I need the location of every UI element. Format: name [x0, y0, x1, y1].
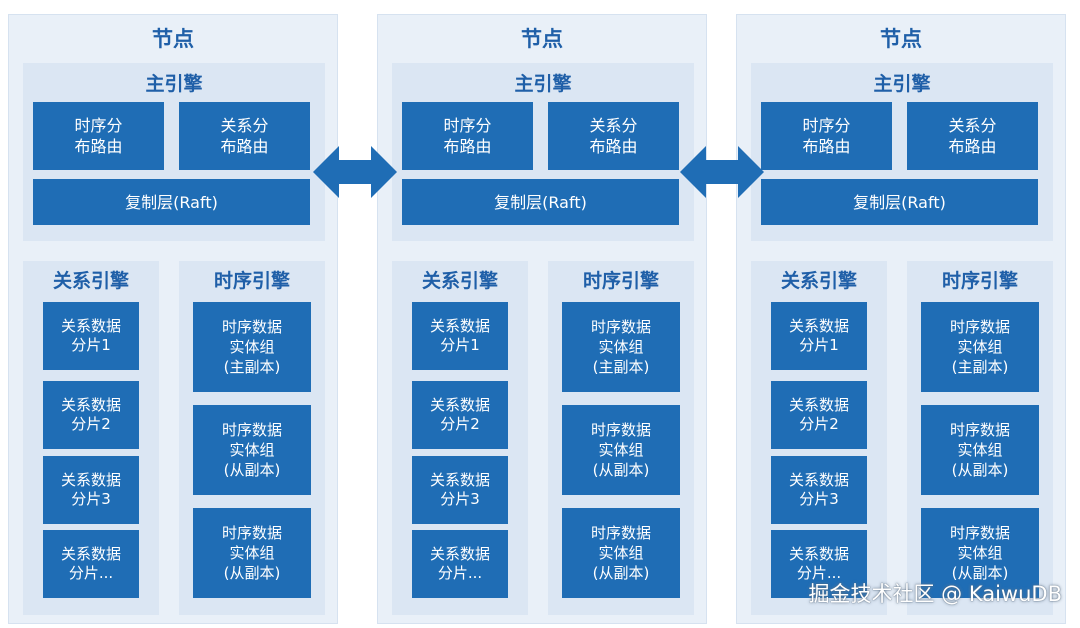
replication-layer-box: 复制层(Raft) — [33, 179, 310, 225]
main-engine-panel: 主引擎 时序分 布路由 关系分 布路由 复制层(Raft) — [751, 63, 1053, 241]
timeseries-engine-title: 时序引擎 — [941, 270, 1018, 292]
replication-layer-box: 复制层(Raft) — [402, 179, 679, 225]
timeseries-entity-group-box: 时序数据 实体组 (从副本) — [193, 405, 311, 495]
main-engine-title: 主引擎 — [514, 73, 572, 95]
timeseries-entity-group-box: 时序数据 实体组 (主副本) — [193, 302, 311, 392]
timeseries-entity-group-box: 时序数据 实体组 (从副本) — [562, 508, 680, 598]
relational-engine-title: 关系引擎 — [421, 270, 498, 292]
timeseries-engine-title: 时序引擎 — [582, 270, 659, 292]
relational-shard-box: 关系数据 分片3 — [771, 456, 867, 524]
timeseries-engine-panel: 时序引擎 时序数据 实体组 (主副本) 时序数据 实体组 (从副本) 时序数据 … — [548, 261, 694, 615]
node-3: 节点 主引擎 时序分 布路由 关系分 布路由 复制层(Raft) 关系引擎 关系… — [736, 14, 1066, 624]
relational-engine-panel: 关系引擎 关系数据 分片1 关系数据 分片2 关系数据 分片3 关系数据 分片.… — [751, 261, 887, 615]
main-engine-title: 主引擎 — [873, 73, 931, 95]
timeseries-entity-group-box: 时序数据 实体组 (从副本) — [921, 405, 1039, 495]
timeseries-routing-box: 时序分 布路由 — [761, 102, 892, 170]
relational-shard-box: 关系数据 分片3 — [412, 456, 508, 524]
watermark-text: 掘金技术社区 @ KaiwuDB — [808, 582, 1062, 606]
timeseries-entity-group-box: 时序数据 实体组 (主副本) — [562, 302, 680, 392]
bidirectional-arrow-icon — [680, 146, 764, 198]
timeseries-entity-group-box: 时序数据 实体组 (从副本) — [562, 405, 680, 495]
relational-shard-box: 关系数据 分片... — [412, 530, 508, 598]
relational-shard-box: 关系数据 分片... — [43, 530, 139, 598]
timeseries-engine-panel: 时序引擎 时序数据 实体组 (主副本) 时序数据 实体组 (从副本) 时序数据 … — [179, 261, 325, 615]
node-title: 节点 — [521, 27, 563, 51]
timeseries-entity-group-box: 时序数据 实体组 (从副本) — [921, 508, 1039, 598]
replication-layer-box: 复制层(Raft) — [761, 179, 1038, 225]
timeseries-routing-box: 时序分 布路由 — [33, 102, 164, 170]
relational-engine-title: 关系引擎 — [780, 270, 857, 292]
relational-engine-panel: 关系引擎 关系数据 分片1 关系数据 分片2 关系数据 分片3 关系数据 分片.… — [392, 261, 528, 615]
relational-shard-box: 关系数据 分片3 — [43, 456, 139, 524]
relational-shard-box: 关系数据 分片1 — [771, 302, 867, 370]
main-engine-title: 主引擎 — [145, 73, 203, 95]
node-2: 节点 主引擎 时序分 布路由 关系分 布路由 复制层(Raft) 关系引擎 关系… — [377, 14, 707, 624]
main-engine-panel: 主引擎 时序分 布路由 关系分 布路由 复制层(Raft) — [392, 63, 694, 241]
timeseries-routing-box: 时序分 布路由 — [402, 102, 533, 170]
relational-routing-box: 关系分 布路由 — [179, 102, 310, 170]
relational-shard-box: 关系数据 分片1 — [412, 302, 508, 370]
node-title: 节点 — [152, 27, 194, 51]
relational-engine-panel: 关系引擎 关系数据 分片1 关系数据 分片2 关系数据 分片3 关系数据 分片.… — [23, 261, 159, 615]
node-title: 节点 — [880, 27, 922, 51]
timeseries-engine-panel: 时序引擎 时序数据 实体组 (主副本) 时序数据 实体组 (从副本) 时序数据 … — [907, 261, 1053, 615]
relational-engine-title: 关系引擎 — [52, 270, 129, 292]
timeseries-entity-group-box: 时序数据 实体组 (从副本) — [193, 508, 311, 598]
relational-shard-box: 关系数据 分片2 — [771, 381, 867, 449]
relational-routing-box: 关系分 布路由 — [907, 102, 1038, 170]
timeseries-entity-group-box: 时序数据 实体组 (主副本) — [921, 302, 1039, 392]
bidirectional-arrow-icon — [313, 146, 397, 198]
relational-shard-box: 关系数据 分片2 — [43, 381, 139, 449]
timeseries-engine-title: 时序引擎 — [213, 270, 290, 292]
relational-shard-box: 关系数据 分片2 — [412, 381, 508, 449]
node-1: 节点 主引擎 时序分 布路由 关系分 布路由 复制层(Raft) 关系引擎 关系… — [8, 14, 338, 624]
relational-routing-box: 关系分 布路由 — [548, 102, 679, 170]
relational-shard-box: 关系数据 分片1 — [43, 302, 139, 370]
relational-shard-box: 关系数据 分片... — [771, 530, 867, 598]
main-engine-panel: 主引擎 时序分 布路由 关系分 布路由 复制层(Raft) — [23, 63, 325, 241]
